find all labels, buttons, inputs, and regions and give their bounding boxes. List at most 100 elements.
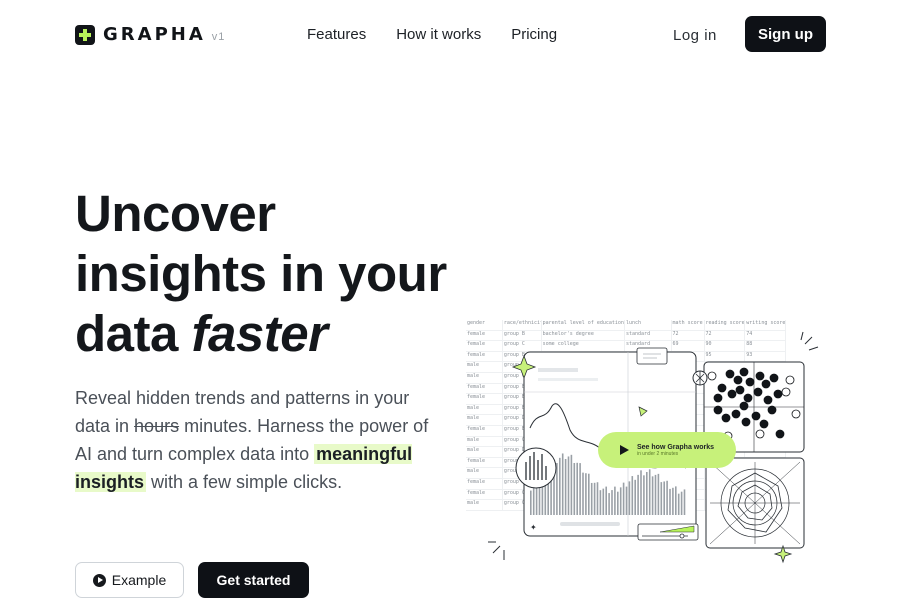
histogram-bar xyxy=(559,457,561,515)
slider-fill xyxy=(659,525,695,533)
table-cell: standard xyxy=(625,330,672,341)
get-started-button[interactable]: Get started xyxy=(198,562,309,598)
histogram-bar xyxy=(547,472,549,515)
table-cell: 72 xyxy=(705,330,746,341)
subtitle-text-3: with a few simple clicks. xyxy=(146,472,343,492)
histogram-bar xyxy=(608,493,610,515)
brand-version: v1 xyxy=(211,30,226,43)
scatter-point xyxy=(739,401,749,411)
histogram-bar xyxy=(605,486,607,515)
histogram-bar xyxy=(619,487,622,515)
table-cell: 90 xyxy=(705,341,746,351)
scatter-point xyxy=(769,373,779,383)
histogram-bar xyxy=(530,490,532,515)
scatter-point xyxy=(721,413,731,423)
histogram-bar xyxy=(614,486,616,515)
scrollbar-track xyxy=(560,522,620,526)
histogram-bar xyxy=(576,462,578,515)
histogram-bar xyxy=(669,488,671,515)
video-cta-pill[interactable]: See how Grapha works in under 2 minutes xyxy=(598,432,736,468)
scatter-point xyxy=(785,375,795,385)
table-cell: male xyxy=(466,404,503,415)
histogram-bar xyxy=(611,490,613,515)
table-cell: male xyxy=(466,468,503,478)
scatter-point xyxy=(767,405,777,415)
table-cell: standard xyxy=(625,341,672,351)
histogram-bar xyxy=(573,462,576,515)
subtitle-strikethrough: hours xyxy=(134,416,180,436)
scatter-point xyxy=(741,417,751,427)
scatter-point xyxy=(717,383,727,393)
plus-logo-icon xyxy=(75,24,95,45)
signup-button[interactable]: Sign up xyxy=(745,16,826,52)
scatter-point xyxy=(791,409,801,419)
table-cell: female xyxy=(466,478,503,489)
scatter-point xyxy=(727,389,737,399)
table-header-cell: lunch xyxy=(625,320,672,330)
scatter-point xyxy=(753,387,763,397)
histogram-bar xyxy=(579,463,581,515)
table-cell: 74 xyxy=(745,330,786,341)
histogram-bar xyxy=(683,489,686,515)
histogram-bar xyxy=(585,473,587,515)
scatter-point xyxy=(763,395,773,405)
histogram-bar xyxy=(593,482,596,515)
login-link[interactable]: Log in xyxy=(673,27,717,44)
example-button[interactable]: Example xyxy=(75,562,184,598)
headline-line-1: Uncover xyxy=(75,185,276,242)
scatter-point xyxy=(713,405,723,415)
scatter-point xyxy=(735,385,745,395)
nav-item-how-it-works[interactable]: How it works xyxy=(396,26,482,43)
scatter-point xyxy=(759,419,769,429)
histogram-bar xyxy=(617,491,619,515)
histogram-bar xyxy=(663,481,665,515)
histogram-bar xyxy=(637,474,639,515)
histogram-bar xyxy=(556,462,558,515)
histogram-bar xyxy=(544,470,547,515)
slider-knob xyxy=(679,533,685,539)
histogram-bar xyxy=(672,487,674,515)
histogram-bar xyxy=(640,470,642,515)
histogram-bar xyxy=(553,459,555,515)
table-cell: male xyxy=(466,372,503,383)
video-cta-subtitle: in under 2 minutes xyxy=(637,450,679,457)
subtitle-text-1: Reveal hidden trends and patterns in you… xyxy=(75,388,410,436)
histogram-bar xyxy=(666,480,668,515)
histogram-bar xyxy=(561,453,564,515)
nav-item-features[interactable]: Features xyxy=(307,26,367,43)
table-cell: female xyxy=(466,341,503,351)
table-cell: 69 xyxy=(672,341,705,351)
sparkle-glyph: ✦ xyxy=(530,523,537,532)
nav-item-pricing[interactable]: Pricing xyxy=(511,26,558,43)
histogram-bar xyxy=(654,474,657,515)
scatter-point xyxy=(743,393,753,403)
video-cta-title: See how Grapha works xyxy=(637,443,715,451)
play-icon xyxy=(620,445,629,455)
table-cell: female xyxy=(466,383,503,394)
scatter-point xyxy=(775,429,785,439)
top-nav: GRAPHA v1 Features How it works Pricing … xyxy=(0,0,900,70)
brand-logo[interactable]: GRAPHA v1 xyxy=(75,24,225,45)
table-cell: male xyxy=(466,415,503,425)
histogram-bar xyxy=(675,486,677,515)
histogram-bar xyxy=(628,481,631,515)
scatter-card xyxy=(703,361,805,453)
scatter-points xyxy=(707,367,801,441)
scatter-point xyxy=(733,375,743,385)
table-header-cell: reading score xyxy=(705,320,746,330)
scatter-point xyxy=(745,377,755,387)
histogram-bar xyxy=(660,482,663,515)
table-cell: bachelor's degree xyxy=(542,330,625,341)
histogram-bar xyxy=(680,491,683,515)
table-cell: group B xyxy=(503,330,542,341)
histogram-bar xyxy=(646,471,648,515)
table-cell: some college xyxy=(542,341,625,351)
histogram-bar xyxy=(657,473,660,515)
play-circle-icon xyxy=(92,573,106,587)
headline-emphasis: faster xyxy=(191,305,328,362)
table-cell: 95 xyxy=(705,351,746,362)
scatter-point xyxy=(731,409,741,419)
scatter-point xyxy=(713,393,723,403)
hero-headline: Uncover insights in your data faster xyxy=(75,184,447,364)
table-header-cell: gender xyxy=(466,320,503,330)
